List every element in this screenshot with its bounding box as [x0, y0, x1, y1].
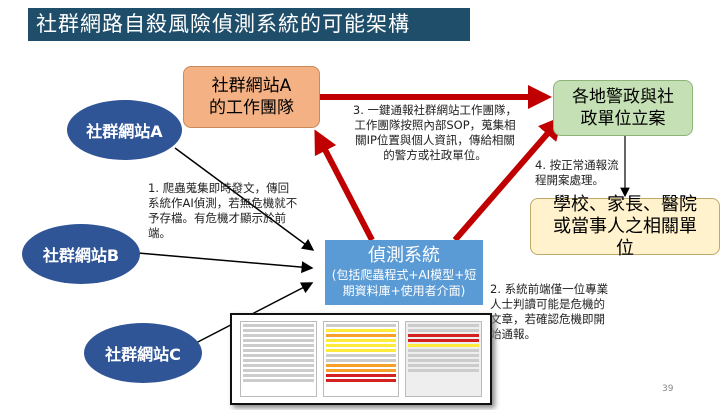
- detail-pane: [405, 321, 483, 397]
- arrow-detect-to-police: [452, 115, 563, 242]
- slide-title: 社群網路自殺風險偵測系統的可能架構: [28, 8, 470, 41]
- note-step2: 2. 系統前端僅一位專業人士判讀可能是危機的文章，若確認危機即開始通報。: [490, 282, 609, 341]
- detection-title: 偵測系統: [368, 245, 440, 266]
- arrow-detect-to-team: [314, 129, 375, 242]
- post-list-pane: [240, 321, 317, 397]
- arrow-site-a: [174, 147, 315, 251]
- system-interface-screenshot: [230, 313, 492, 405]
- site-a-ellipse: 社群網站A: [67, 100, 182, 160]
- detection-system-box: 偵測系統 (包括爬蟲程式+AI模型+短期資料庫+使用者介面): [325, 240, 483, 305]
- risk-highlight-pane: [322, 321, 400, 397]
- team-box: 社群網站A的工作團隊: [183, 66, 320, 128]
- police-box: 各地警政與社政單位立案: [553, 80, 693, 136]
- arrow-site-b: [137, 252, 314, 274]
- note-step1: 1. 爬蟲蒐集即時發文，傳回系統作AI偵測，若無危機就不予存檔。有危機才顯示於前…: [148, 181, 298, 240]
- page-number: 39: [662, 384, 674, 394]
- site-c-ellipse: 社群網站C: [84, 323, 202, 383]
- detection-subtitle: (包括爬蟲程式+AI模型+短期資料庫+使用者介面): [331, 268, 477, 298]
- school-box: 學校、家長、醫院或當事人之相關單位: [530, 194, 720, 259]
- note-step4: 4. 按正常通報流程開案處理。: [535, 158, 619, 187]
- note-step3: 3. 一鍵通報社群網站工作團隊，工作團隊按照內部SOP，蒐集相關IP位置與個人資…: [352, 103, 518, 162]
- site-b-ellipse: 社群網站B: [22, 224, 140, 284]
